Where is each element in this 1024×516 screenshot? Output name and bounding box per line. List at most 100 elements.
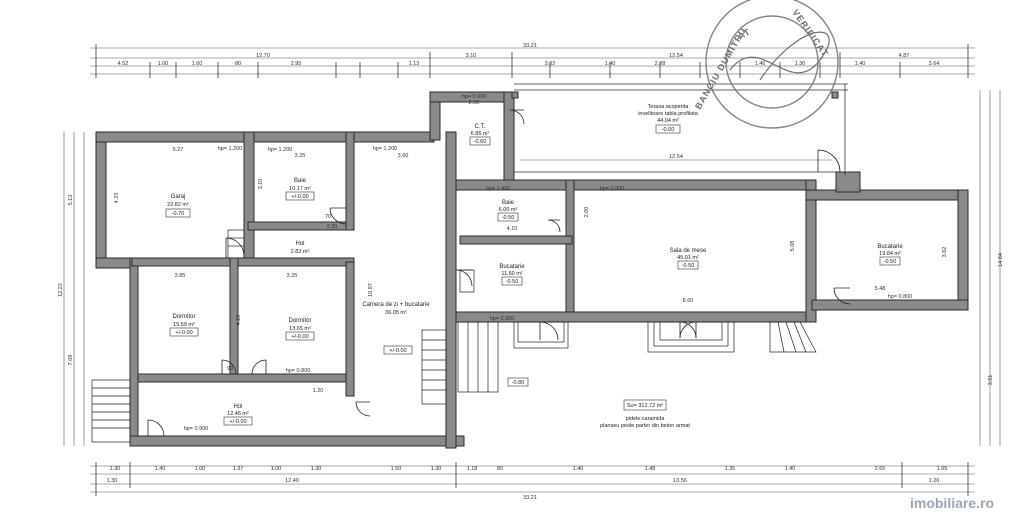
dim-top-total: 33.21 — [523, 43, 537, 49]
dim-bot-1: 1.40 — [155, 466, 166, 472]
terasa-name2: invelitoare tabla profilata — [638, 111, 699, 117]
dorm2-name: Dormitor — [288, 318, 311, 324]
dorm1-name: Dormitor — [172, 314, 195, 320]
dim-top-r2-10: 1.30 — [795, 61, 806, 67]
note-1: pidele caramida — [626, 416, 666, 422]
camera-name: Camera de zi + bucatarie — [362, 302, 430, 308]
sala-area: 45.01 m² — [677, 255, 699, 261]
level-mark: -0.80 — [507, 377, 529, 387]
baie2-area: 6.00 m² — [499, 207, 518, 213]
dim-interior-9: 90 — [227, 366, 233, 372]
dim-interior-0: 10.87 — [368, 283, 374, 297]
dim-top-r2-2: 1.60 — [192, 61, 203, 67]
camera-area: 36.05 m² — [385, 310, 407, 316]
interior-dimensions: 10.87 5.08 3.62 4.10 5.48 8.60 2.00 1.20… — [114, 179, 948, 394]
svg-text:-0.80: -0.80 — [512, 380, 525, 386]
buc1-hp: hp= 0.900 — [490, 316, 515, 322]
terasa-area: 44.04 m² — [657, 118, 679, 124]
buc2-area: 19.84 m² — [879, 251, 901, 257]
room-camera-de-zi: hp= 1.200 3.60 Camera de zi + bucatarie … — [362, 146, 430, 355]
dim-bot-9: 80 — [497, 466, 503, 472]
total-area-box: Su= 312.72 m² pidele caramida planseu pe… — [600, 399, 690, 429]
garaj-width: 5.27 — [173, 147, 184, 153]
dim-bot-6: 1.50 — [391, 466, 402, 472]
room-hol-1: Hol 2.82 m² — [291, 241, 310, 255]
dim-interior-3: 4.10 — [507, 226, 518, 232]
dim-top-4: 4.87 — [899, 53, 910, 59]
dim-top-3: 12.54 — [669, 53, 683, 59]
dim-bot-4: 1.00 — [271, 466, 282, 472]
dorm1-level: +/-0.00 — [175, 330, 192, 336]
ct-name: C.T. — [475, 124, 486, 130]
room-dormitor-2: 3.25 Dormitor 13.65 m² +/-0.00 hp= 0.800 — [286, 273, 315, 374]
dim-right-1: 3.61 — [988, 375, 994, 386]
dim-top-r2-1: 1.00 — [158, 61, 169, 67]
baie1-width: 3.25 — [295, 153, 306, 159]
garaj-level: -0.70 — [172, 211, 185, 217]
hol2-level: +/-0.00 — [229, 419, 246, 425]
hol2-name: Hol — [233, 404, 242, 410]
ct-area: 6.86 m² — [471, 131, 490, 137]
buc1-area: 11.60 m² — [501, 271, 522, 277]
dim-top-1: 12.70 — [256, 53, 270, 59]
dim-bot-14: 2.65 — [875, 466, 886, 472]
sala-hp: hp= 0.900 — [600, 186, 625, 192]
dorm2-hp: hp= 0.800 — [286, 368, 311, 374]
dim-bot-7: 1.30 — [431, 466, 442, 472]
ct-width: 2.50 — [469, 100, 480, 106]
watermark: imobiliare.ro — [910, 495, 994, 511]
dim-top-r2-11: 1.40 — [855, 61, 866, 67]
dim-interior-8: 70 — [325, 214, 331, 220]
dorm2-width: 3.25 — [287, 273, 298, 279]
ct-level: -0.60 — [474, 139, 487, 145]
dim-bot-3: 1.37 — [233, 466, 244, 472]
hol2-hp: hp= 0.900 — [184, 426, 209, 432]
ct-hp: hp= 0.900 — [462, 94, 487, 100]
dim-bot-2: 1.00 — [195, 466, 206, 472]
dim-interior-1: 5.08 — [790, 241, 796, 252]
garaj-name: Garaj — [171, 194, 186, 200]
room-bucatarie-2: Bucatarie 19.84 m² -0.50 hp= 0.800 — [877, 244, 912, 300]
camera-hp: hp= 1.200 — [373, 146, 398, 152]
dorm2-level: +/-0.00 — [291, 334, 308, 340]
dim-top-r2-8: 2.28 — [655, 61, 666, 67]
baie1-name: Baie — [294, 178, 307, 184]
camera-width: 3.60 — [398, 153, 409, 159]
terasa-name: Terasa acoperita — [648, 104, 690, 110]
dim-top-r2-4: 2.95 — [291, 61, 302, 67]
dim-bot-0: 1.30 — [110, 466, 121, 472]
dim-top-r2-0: 4.52 — [118, 61, 129, 67]
dim-interior-10: 2.30 — [327, 224, 338, 230]
dim-interior-5: 8.60 — [683, 298, 694, 304]
bottom-dimensions: 1.30 1.40 1.00 1.37 1.00 1.30 1.50 1.30 … — [90, 462, 975, 501]
garaj-hp: hp= 1.200 — [218, 146, 243, 152]
room-baie-2: hp= 1.400 Baie 6.00 m² -0.50 — [486, 186, 519, 222]
dim-top-r2-12: 3.64 — [929, 61, 940, 67]
dim-interior-2: 3.62 — [942, 247, 948, 258]
dim-top-r2-9: 1.46 — [755, 61, 766, 67]
dim-top-r2-3: 80 — [235, 61, 241, 67]
baie1-level: +/-0.00 — [291, 194, 308, 200]
dim-interior-13: 3.10 — [258, 179, 264, 190]
terasa-width: 12.54 — [669, 154, 683, 160]
baie2-level: -0.50 — [502, 215, 515, 221]
dim-interior-6: 2.00 — [584, 207, 590, 218]
hol1-area: 2.82 m² — [291, 249, 310, 255]
garaj-area: 22.82 m² — [167, 202, 189, 208]
dim-bot-15: 1.65 — [937, 466, 948, 472]
dim-bot-r2-3: 1.20 — [929, 478, 940, 484]
dim-interior-7: 1.20 — [313, 388, 324, 394]
dim-right-0: 14.84 — [998, 253, 1004, 267]
dim-bot-r2-2: 13.56 — [673, 478, 687, 484]
room-baie-1: hp= 1.200 3.25 Baie 10.17 m² +/-0.00 — [268, 147, 315, 201]
terasa-level: -0.60 — [662, 127, 675, 133]
terrace-outline — [514, 83, 848, 175]
dorm2-area: 13.65 m² — [289, 326, 311, 332]
baie1-hp: hp= 1.200 — [268, 147, 293, 153]
baie1-area: 10.17 m² — [289, 186, 311, 192]
sala-name: Sala de mese — [670, 248, 707, 254]
dim-top-2: 3.10 — [466, 53, 477, 59]
note-2: planseu peste parter din beton armat — [600, 423, 690, 429]
doors — [147, 109, 851, 437]
